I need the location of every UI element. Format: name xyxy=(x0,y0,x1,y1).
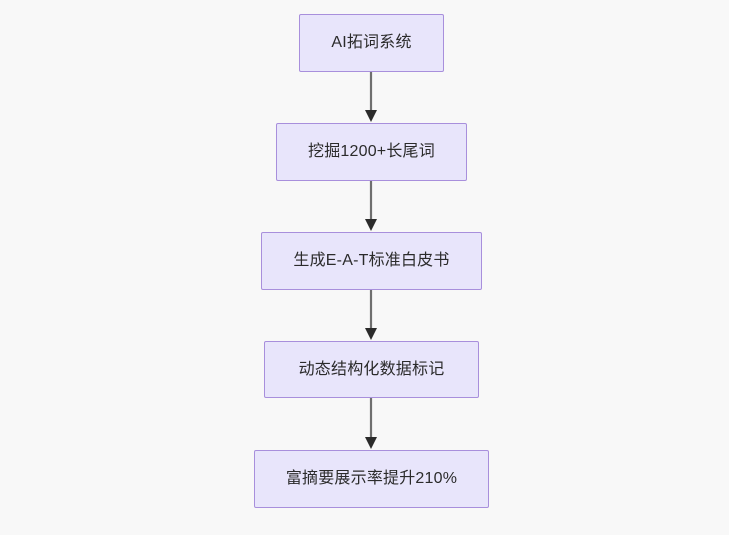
flowchart-node-label: 动态结构化数据标记 xyxy=(298,360,445,378)
flowchart-node-rich-snippet-impression-uplift[interactable]: 富摘要展示率提升210% xyxy=(254,450,489,508)
flowchart-node-label: AI拓词系统 xyxy=(331,34,412,52)
flowchart-node-mine-longtail-keywords[interactable]: 挖掘1200+长尾词 xyxy=(276,123,467,181)
flowchart-node-label: 生成E-A-T标准白皮书 xyxy=(293,252,450,270)
edge-n2-n3-arrowhead-icon xyxy=(365,219,377,231)
flowchart-node-label: 挖掘1200+长尾词 xyxy=(308,143,435,161)
flowchart-node-generate-eat-whitepaper[interactable]: 生成E-A-T标准白皮书 xyxy=(261,232,482,290)
edge-n1-n2-arrowhead-icon xyxy=(365,110,377,122)
edge-n4-n5-arrowhead-icon xyxy=(365,437,377,449)
flowchart-node-ai-keyword-system[interactable]: AI拓词系统 xyxy=(299,14,444,72)
flowchart-node-dynamic-structured-data-markup[interactable]: 动态结构化数据标记 xyxy=(264,341,479,398)
edge-n3-n4-arrowhead-icon xyxy=(365,328,377,340)
flowchart-node-label: 富摘要展示率提升210% xyxy=(285,470,458,488)
